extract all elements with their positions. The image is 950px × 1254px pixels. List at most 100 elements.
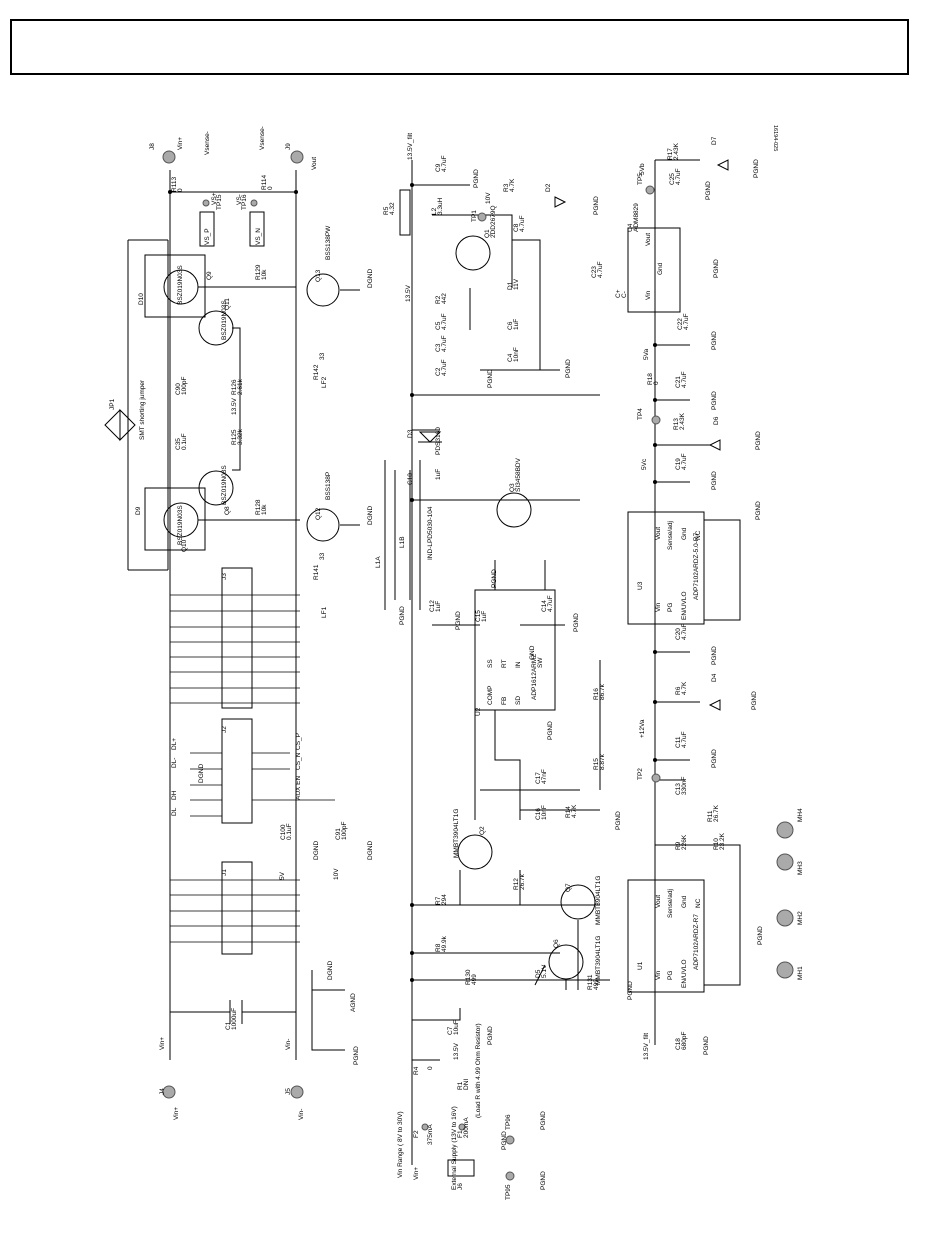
- r130-value: 10k: [261, 504, 268, 515]
- j8-label: J8: [149, 143, 156, 150]
- u4-pin-gnd: Gnd: [657, 262, 664, 275]
- u1-ref: U1: [637, 961, 644, 970]
- c8-value: 4.7uF: [519, 215, 526, 232]
- d7-ref: D7: [711, 136, 718, 145]
- r15-ref: R15: [593, 758, 600, 770]
- j4-net-label: Vin+: [159, 1037, 166, 1050]
- q13-part: BSS138PW: [325, 225, 332, 260]
- u2-pin-sd: SD: [515, 696, 522, 705]
- q10-part: BSZ019N03S: [177, 505, 184, 545]
- c6-value: 1uF: [513, 319, 520, 330]
- tp4-ref: TP4: [637, 408, 644, 420]
- pgnd-c2: PGND: [487, 369, 494, 388]
- header-labels: J3 J2 J1 CS_P CS_N DL+ DL- DGND DH DL AU…: [171, 573, 374, 880]
- r142-value: 33: [319, 352, 326, 360]
- r113-ref: R113: [171, 177, 178, 192]
- u1-pin-pg: PG: [667, 971, 674, 980]
- q13-ref: Q13: [315, 269, 322, 282]
- u4-ref: U4: [627, 223, 634, 232]
- u1-pin-vout: Vout: [655, 895, 662, 908]
- d1-value: 11V: [513, 278, 520, 290]
- dl-minus-signal: DL-: [171, 758, 178, 768]
- d1-ref: D1: [507, 281, 514, 290]
- r14-value: 4.7K: [571, 804, 578, 818]
- c90-ref: C35: [175, 438, 182, 450]
- f2-value: 375mA: [427, 1124, 434, 1145]
- c21-value: 4.7uF: [681, 371, 688, 388]
- c20-ref: C20: [675, 628, 682, 640]
- j8-sense-label: Vsense-: [204, 131, 211, 155]
- c4-ref: C4: [507, 353, 514, 362]
- r7-value: 294: [441, 894, 448, 905]
- c8-ref: C8: [513, 223, 520, 232]
- q9-ref: Q9: [206, 271, 213, 280]
- r128-value: 3.32k: [237, 428, 244, 445]
- dgnd-label-c35: DGND: [367, 841, 374, 860]
- q8-ref: Q8: [224, 506, 231, 515]
- r1-value: DNI: [463, 1079, 470, 1090]
- mh1-ref: MH1: [797, 966, 804, 980]
- c3-ref: C3: [435, 343, 442, 352]
- dgnd-signal: DGND: [198, 764, 205, 783]
- r129-value: 2.61k: [237, 378, 244, 395]
- q3-part: SI3458BDV: [515, 457, 522, 492]
- l1b-ref: L1B: [399, 536, 406, 548]
- boost-converter-section: [384, 160, 610, 1181]
- mh2-ref: MH2: [797, 911, 804, 925]
- mh3-ref: MH3: [797, 861, 804, 875]
- u3-pin-vout: Vout: [655, 527, 662, 540]
- pgnd-tp96: PGND: [540, 1111, 547, 1130]
- j8-net-label: Vin+: [177, 137, 184, 150]
- r113-value: 0: [177, 188, 184, 192]
- c19-ref: C19: [675, 458, 682, 470]
- rail-13v5-b: 13.5V: [405, 284, 412, 302]
- vs-n-signal: VS_N: [255, 228, 262, 245]
- f2-ref: F2: [413, 1130, 420, 1138]
- pgnd-d7: PGND: [753, 159, 760, 178]
- r10-value: 23.2K: [719, 832, 726, 850]
- c10-ref: C10: [407, 473, 414, 485]
- u1-pin-sense: Sense/adj: [667, 889, 674, 918]
- c18-value: 47nF: [541, 769, 548, 784]
- c20-value: 4.7uF: [681, 623, 688, 640]
- q2-ref: Q2: [479, 826, 486, 835]
- c23-ref: C23: [591, 266, 598, 278]
- c15-ref: C14: [541, 600, 548, 612]
- q9-part: BSZ019N03S: [177, 265, 184, 305]
- q3-ref: Q3: [509, 483, 516, 492]
- pgnd-c25: PGND: [705, 181, 712, 200]
- r18-value: 0: [653, 381, 660, 385]
- title-block-frame: [10, 19, 909, 75]
- tp95-ref: TP95: [505, 1184, 512, 1200]
- c100-value: 0.1uF: [286, 823, 293, 840]
- c16-value: 1uF: [481, 611, 488, 622]
- j6-ref: J6: [457, 1183, 464, 1190]
- r8-ref: R8: [435, 943, 442, 952]
- r131-value: 10k: [261, 269, 268, 280]
- c25-value: 4.7uF: [675, 168, 682, 185]
- r6-ref: R6: [675, 686, 682, 695]
- c16-ref: C15: [475, 610, 482, 622]
- u4-pin-cminus: C-: [621, 291, 628, 298]
- rail-13v5-filt-top: 13.5V_filt: [407, 133, 414, 160]
- rail-5va: 5Va: [643, 349, 650, 360]
- d5-value: 5.1V: [541, 964, 548, 978]
- r114-value: 0: [267, 186, 274, 190]
- q12-part: BSS138P: [325, 472, 332, 500]
- tp96-ref: TP96: [505, 1114, 512, 1130]
- c9-ref: C9: [435, 163, 442, 172]
- rail-10v: 10V: [333, 868, 340, 880]
- q7-part: MMBT3904LT1G: [595, 876, 602, 925]
- j2-ref: J2: [221, 726, 228, 733]
- rail-13v5-a: 13.5V: [231, 397, 238, 415]
- r126-value: 499: [593, 979, 600, 990]
- j4-ref: J4: [159, 1088, 166, 1095]
- pgnd-c9: PGND: [473, 169, 480, 188]
- rail-12va: +12Va: [639, 719, 646, 738]
- pgnd-r126: PGND: [627, 981, 634, 1000]
- r129-ref: R126: [231, 379, 238, 395]
- q1-ref: Q1: [484, 229, 491, 238]
- u2-pin-ss: SS: [487, 659, 494, 668]
- c1-ref: C1: [225, 1021, 232, 1030]
- u4-pin-cplus: C+: [615, 289, 622, 298]
